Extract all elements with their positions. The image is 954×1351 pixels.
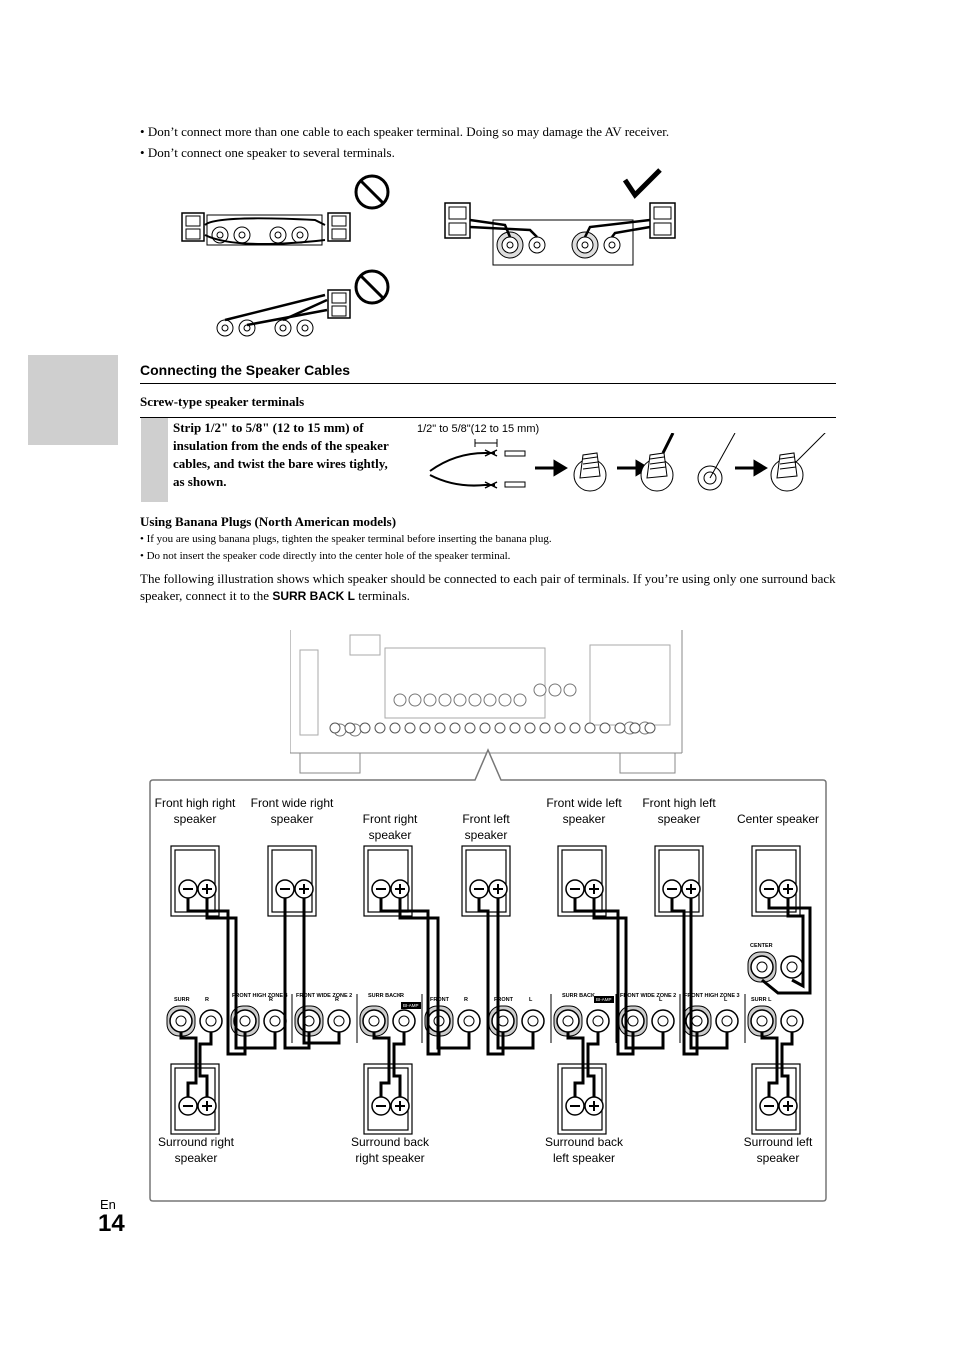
step-marker: [141, 418, 168, 502]
svg-text:R: R: [400, 993, 404, 999]
svg-text:FRONT WIDE ZONE 2: FRONT WIDE ZONE 2: [296, 993, 352, 999]
check-icon: [622, 168, 662, 199]
svg-text:SURR BACK: SURR BACK: [562, 993, 595, 999]
arrow-right-icon: [617, 459, 650, 477]
front-wide-left-speaker-label: Front wide left speaker: [546, 796, 622, 826]
svg-text:FRONT WIDE ZONE 2: FRONT WIDE ZONE 2: [620, 993, 676, 999]
prohibited-icon: [354, 174, 390, 210]
receiver-rear-panel: [290, 630, 683, 774]
svg-text:FRONT: FRONT: [494, 997, 514, 1003]
svg-text:BI-AMP: BI-AMP: [403, 1003, 419, 1008]
svg-text:R: R: [335, 997, 339, 1003]
surround-back-left-speaker-label: Surround back left speaker: [544, 1135, 624, 1165]
svg-text:L: L: [659, 997, 663, 1003]
page-number: 14: [98, 1210, 125, 1237]
banana-note-1: • If you are using banana plugs, tighten…: [140, 533, 552, 545]
step-instruction: Strip 1/2" to 5/8" (12 to 15 mm) of insu…: [173, 420, 389, 489]
svg-text:SURR L: SURR L: [751, 997, 772, 1003]
front-high-left-speaker-label: Front high left speaker: [642, 796, 716, 826]
section-rule: [140, 383, 836, 384]
surround-left-speaker-label: Surround left speaker: [743, 1135, 813, 1165]
svg-text:L: L: [529, 997, 533, 1003]
svg-text:R: R: [205, 997, 209, 1003]
subsection-rule: [140, 417, 836, 418]
svg-text:SURR: SURR: [174, 997, 190, 1003]
surround-back-right-speaker-label: Surround back right speaker: [350, 1135, 430, 1165]
svg-text:R: R: [269, 997, 273, 1003]
front-right-speaker-label: Front right speaker: [362, 812, 418, 842]
banana-note-2: • Do not insert the speaker code directl…: [140, 550, 511, 562]
arrow-right-icon: [535, 459, 568, 477]
illustration-intro: The following illustration shows which s…: [140, 571, 836, 603]
svg-text:BI-AMP: BI-AMP: [596, 997, 612, 1002]
svg-text:CENTER: CENTER: [750, 943, 773, 949]
strip-length-label: 1/2" to 5/8"(12 to 15 mm): [417, 423, 540, 435]
center-speaker-label: Center speaker: [736, 812, 820, 826]
subsection-title: Screw-type speaker terminals: [140, 394, 305, 409]
front-left-speaker-label: Front left speaker: [462, 812, 510, 842]
warning-1: • Don’t connect more than one cable to e…: [140, 124, 670, 139]
svg-text:FRONT HIGH ZONE 3: FRONT HIGH ZONE 3: [684, 993, 740, 999]
prohibited-icon: [354, 269, 390, 305]
svg-text:L: L: [724, 997, 728, 1003]
svg-text:SURR BACK: SURR BACK: [368, 993, 401, 999]
svg-text:R: R: [464, 997, 468, 1003]
svg-text:FRONT HIGH ZONE 3: FRONT HIGH ZONE 3: [232, 993, 288, 999]
wire-strip-steps-illustration: [429, 433, 826, 492]
page-language: En: [100, 1197, 116, 1212]
banana-title: Using Banana Plugs (North American model…: [140, 514, 397, 529]
svg-text:FRONT: FRONT: [430, 997, 450, 1003]
chapter-tab: [28, 355, 118, 445]
section-title: Connecting the Speaker Cables: [140, 362, 351, 378]
arrow-right-icon: [735, 459, 768, 477]
surround-right-speaker-label: Surround right speaker: [157, 1135, 235, 1165]
front-high-right-speaker-label: Front high right speaker: [154, 796, 236, 826]
speaker-connection-diagram: SURR R FRONT HIGH ZONE 3 R FRONT WIDE ZO…: [149, 748, 827, 1202]
front-wide-right-speaker-label: Front wide right speaker: [250, 796, 334, 826]
wiring-dos-and-donts-illustration: [181, 168, 676, 337]
warning-2: • Don’t connect one speaker to several t…: [140, 145, 395, 160]
